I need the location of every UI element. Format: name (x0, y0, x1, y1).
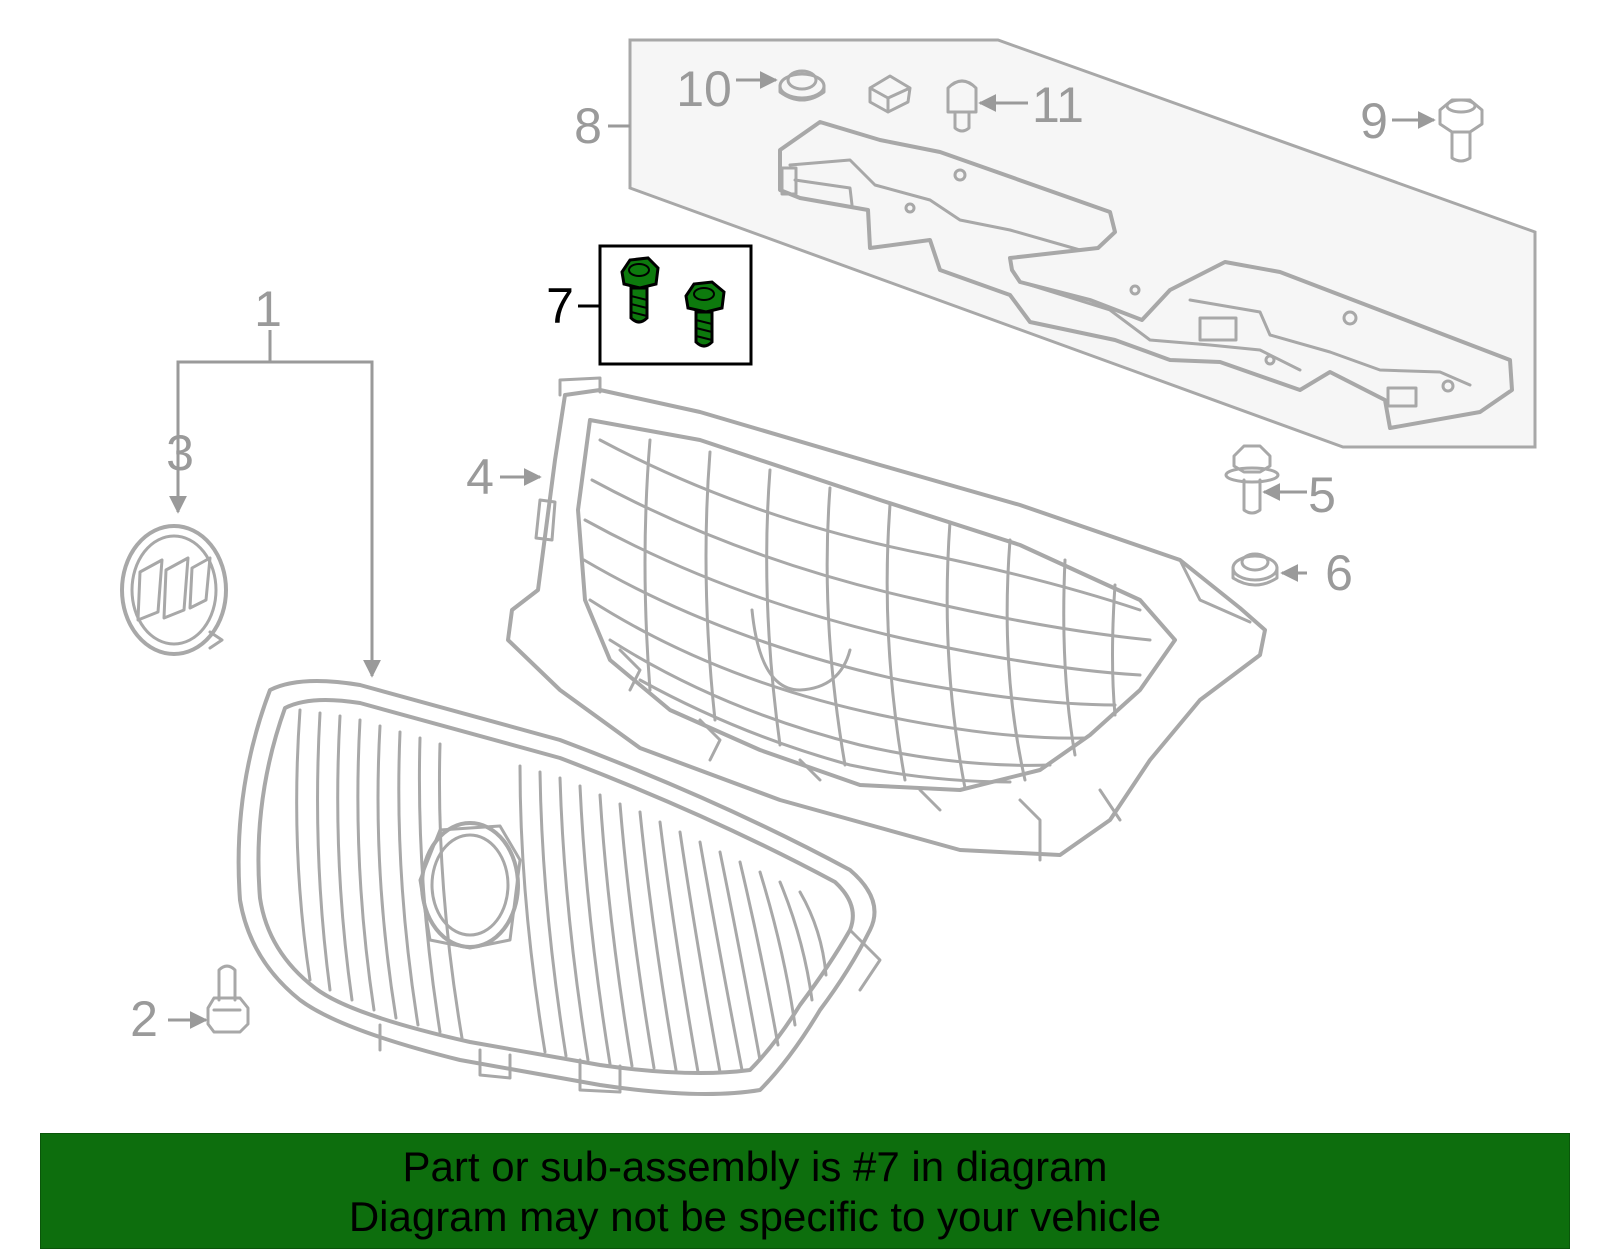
part-7-bolt-right (684, 280, 726, 348)
callout-4: 4 (466, 449, 494, 505)
callout-6: 6 (1325, 545, 1353, 601)
part-1-front-grille (236, 679, 882, 1096)
part-2-bolt (206, 964, 250, 1034)
part-4-grille-housing (506, 376, 1267, 862)
part-9-bolt (1438, 98, 1484, 163)
grille-mesh (582, 438, 1152, 790)
callout-2: 2 (130, 991, 158, 1047)
part-5-bolt (1224, 444, 1280, 515)
callout-8: 8 (574, 98, 602, 154)
callout-7: 7 (546, 278, 574, 334)
callout-9: 9 (1360, 93, 1388, 149)
part-3-emblem (120, 524, 228, 656)
callout-3: 3 (166, 425, 194, 481)
callout-5: 5 (1308, 467, 1336, 523)
banner-line-2: Diagram may not be specific to your vehi… (348, 1193, 1162, 1240)
callouts: 1 2 3 4 5 6 7 8 9 10 11 (130, 61, 1388, 1047)
callout-11: 11 (1032, 77, 1084, 133)
part-11-pin (946, 79, 978, 133)
part-7-group (598, 244, 753, 366)
part-8-bracket (778, 120, 1514, 430)
info-banner: Part or sub-assembly is #7 in diagram Di… (40, 1133, 1570, 1249)
leader-lines (168, 71, 1436, 1029)
part-7-bolt-left (620, 256, 660, 324)
banner-line-1: Part or sub-assembly is #7 in diagram (402, 1143, 1108, 1190)
grille-slats (295, 708, 828, 1074)
part-6-nut (1231, 552, 1279, 587)
part-10-clip (778, 69, 826, 102)
part-8-panel (628, 38, 1537, 449)
pad (868, 74, 912, 114)
callout-10: 10 (676, 61, 732, 117)
callout-1: 1 (254, 281, 282, 337)
